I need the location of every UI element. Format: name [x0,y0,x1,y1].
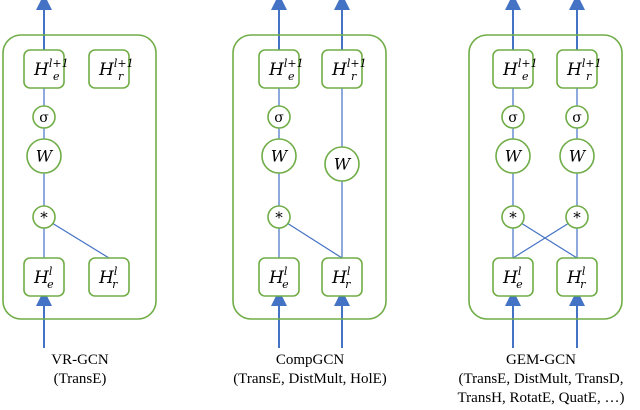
compgcn-compose-entity-shape [267,205,291,229]
gem-gcn-weight-relation-shape [559,138,595,174]
vr-gcn-weight-entity-label: W [36,147,54,166]
gem-gcn-compose-relation-label: * [573,208,581,226]
compgcn-panel [232,34,387,320]
gem-gcn-h-relation-current-box [556,257,598,297]
vr-gcn-compose-entity: * [32,205,56,229]
edges-layer [36,0,585,348]
compgcn-sigma-entity-label: σ [274,110,284,126]
vr-gcn-edge-hr-star [51,222,110,259]
vr-gcn-caption-line-0: VR-GCN [51,352,109,368]
vr-gcn-weight-entity-shape [26,138,62,174]
gem-gcn-h-entity-current-box [492,257,534,297]
gem-gcn-panel [468,34,623,320]
compgcn-h-relation-next-box [321,49,363,89]
gem-gcn-weight-entity-shape [495,138,531,174]
vr-gcn-sigma-entity-shape [32,105,56,129]
vr-gcn-caption-line-1: (TransE) [53,371,107,387]
gem-gcn-compose-relation: * [565,205,589,229]
vr-gcn-sigma-entity: σ [32,105,56,129]
compgcn-caption-line-1: (TransE, DistMult, HolE) [233,371,387,387]
compgcn-compose-entity: * [267,205,291,229]
compgcn-weight-entity-label: W [271,147,289,166]
vr-gcn-compose-entity-shape [32,205,56,229]
gem-gcn-edge-hr-star-entity [520,222,578,259]
vr-gcn-h-relation-current-box [88,257,130,297]
compgcn-weight-relation-label: W [334,155,352,174]
compgcn-weight-relation-shape [324,146,360,182]
vr-gcn-h-relation-next-box [88,49,130,89]
gem-gcn-weight-relation: W [559,138,595,174]
gem-gcn-sigma-relation-label: σ [572,110,582,126]
gem-gcn-weight-relation-label: W [569,147,587,166]
gem-gcn-edge-he-star-relation [512,222,570,259]
vr-gcn-panel [2,34,157,320]
vr-gcn-h-entity-current-box [23,257,65,297]
gem-gcn-h-entity-next-box [492,49,534,89]
compgcn-compose-entity-label: * [275,208,283,226]
vr-gcn-h-entity-next-box [23,49,65,89]
compgcn-sigma-entity-shape [267,105,291,129]
gem-gcn-h-relation-next-box [556,49,598,89]
compgcn-caption-line-0: CompGCN [275,352,345,368]
gem-gcn-compose-entity-label: * [509,208,517,226]
vr-gcn-weight-entity: W [26,138,62,174]
gem-gcn-compose-relation-shape [565,205,589,229]
gem-gcn-sigma-entity: σ [501,105,525,129]
gem-gcn-caption-line-0: GEM-GCN [506,352,576,368]
gem-gcn-caption-line-1: (TransE, DistMult, TransD, [458,371,624,387]
compgcn-weight-entity: W [261,138,297,174]
gem-gcn-sigma-entity-shape [501,105,525,129]
vr-gcn-sigma-entity-label: σ [39,110,49,126]
compgcn-weight-relation: W [324,146,360,182]
gem-gcn-weight-entity: W [495,138,531,174]
gem-gcn-caption-line-2: TransH, RotatE, QuatE, …) [457,390,625,406]
gem-gcn-sigma-relation: σ [565,105,589,129]
gem-gcn-weight-entity-label: W [505,147,523,166]
compgcn-sigma-entity: σ [267,105,291,129]
compgcn-weight-entity-shape [261,138,297,174]
compgcn-h-relation-current-box [321,257,363,297]
compgcn-h-entity-current-box [258,257,300,297]
panels-layer [2,34,623,320]
vr-gcn-compose-entity-label: * [40,208,48,226]
gem-gcn-sigma-entity-label: σ [508,110,518,126]
compgcn-h-entity-next-box [258,49,300,89]
gem-gcn-compose-entity-shape [501,205,525,229]
gem-gcn-sigma-relation-shape [565,105,589,129]
gem-gcn-compose-entity: * [501,205,525,229]
compgcn-edge-hr-star [286,222,343,259]
